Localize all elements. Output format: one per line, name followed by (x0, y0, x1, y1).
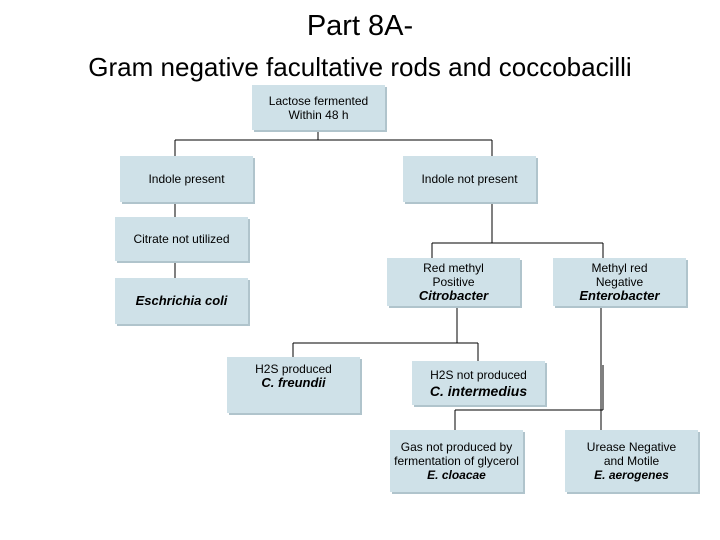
indole-present-box: Indole present (120, 156, 253, 202)
page-subtitle: Gram negative facultative rods and cocco… (88, 52, 632, 82)
lactose-line1: Lactose fermented (268, 93, 369, 108)
urease-line2: and Motile (603, 454, 660, 468)
h2s-not-produced-box: H2S not produced C. intermedius (412, 361, 545, 405)
citrate-box: Citrate not utilized (115, 217, 248, 261)
methyl-red-line1: Methyl red (591, 261, 648, 275)
h2s-produced-box: H2S produced C. freundii (227, 357, 360, 413)
c-intermedius-name: C. intermedius (429, 383, 528, 399)
eschrichia-coli-box: Eschrichia coli (115, 278, 248, 324)
enterobacter-name: Enterobacter (579, 288, 660, 303)
citrate-label: Citrate not utilized (133, 232, 230, 246)
c-freundii-name: C. freundii (261, 375, 326, 390)
lactose-line2: Within 48 h (288, 107, 349, 122)
e-cloacae-name: E. cloacae (427, 468, 486, 482)
red-methyl-line1: Red methyl (423, 261, 484, 275)
gas-line1: Gas not produced by (400, 440, 513, 454)
h2s-produced-label: H2S produced (255, 362, 332, 376)
methyl-red-negative-box: Methyl red Negative Enterobacter (553, 258, 686, 306)
citrobacter-name: Citrobacter (418, 288, 489, 303)
urease-negative-box: Urease Negative and Motile E. aerogenes (565, 430, 698, 492)
e-aerogenes-name: E. aerogenes (594, 468, 669, 482)
methyl-red-line2: Negative (595, 275, 644, 289)
indole-present-label: Indole present (148, 172, 225, 186)
eschrichia-coli-name: Eschrichia coli (135, 293, 228, 308)
red-methyl-line2: Positive (432, 275, 475, 289)
gas-not-produced-box: Gas not produced by fermentation of glyc… (390, 430, 523, 492)
page-title: Part 8A- (306, 10, 414, 42)
indole-not-present-box: Indole not present (403, 156, 536, 202)
urease-line1: Urease Negative (586, 440, 677, 454)
red-methyl-box: Red methyl Positive Citrobacter (387, 258, 520, 306)
h2s-not-produced-label: H2S not produced (430, 368, 527, 382)
indole-not-present-label: Indole not present (421, 172, 518, 186)
lactose-fermented-box: Lactose fermented Within 48 h (252, 85, 385, 130)
gas-line2: fermentation of glycerol (394, 454, 519, 468)
